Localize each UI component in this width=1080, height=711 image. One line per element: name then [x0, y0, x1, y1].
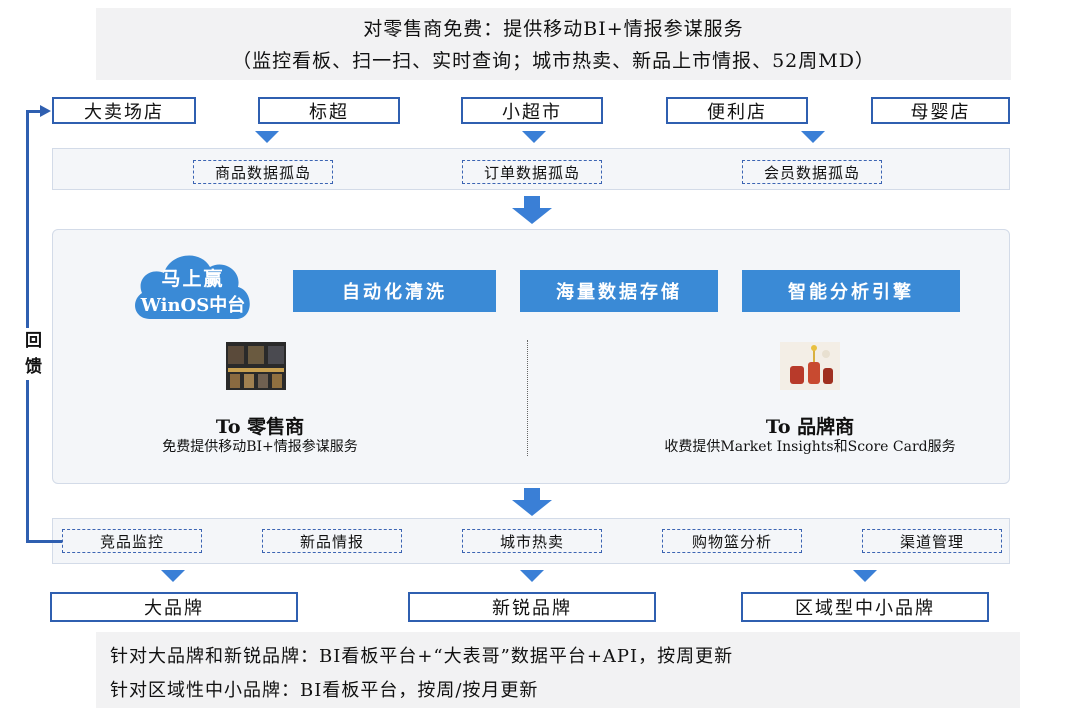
output-strip [52, 518, 1010, 564]
cloud-icon [135, 255, 250, 319]
footer-line-1: 针对大品牌和新锐品牌：BI看板平台+“大表哥”数据平台+API，按周更新 [110, 646, 734, 667]
footer-line-2: 针对区域性中小品牌：BI看板平台，按周/按月更新 [110, 680, 539, 701]
brand-products-photo [780, 342, 840, 390]
retail-box-baby-store: 母婴店 [871, 97, 1010, 124]
arrow-down-icon [522, 131, 546, 143]
retail-box-supermarket: 标超 [258, 97, 400, 124]
feedback-label: 回馈 [25, 328, 45, 380]
footer-band [96, 632, 1020, 708]
output-competitor-monitoring: 竞品监控 [62, 529, 202, 553]
big-arrow-down-icon [512, 196, 552, 224]
retail-box-convenience-store: 便利店 [666, 97, 808, 124]
arrow-down-icon [161, 570, 185, 582]
data-island-order: 订单数据孤岛 [462, 160, 602, 184]
output-new-product-intel: 新品情报 [262, 529, 402, 553]
arrow-down-icon [853, 570, 877, 582]
data-island-member: 会员数据孤岛 [742, 160, 882, 184]
header-line-1: 对零售商免费：提供移动BI+情报参谋服务 [363, 18, 744, 40]
output-city-hot-sales: 城市热卖 [462, 529, 602, 553]
header-line-2: （监控看板、扫一扫、实时查询；城市热卖、新品上市情报、52周MD） [232, 50, 875, 72]
retail-box-hypermarket: 大卖场店 [52, 97, 196, 124]
cloud-title: 马上赢 [161, 268, 225, 290]
to-retailer-title: To 零售商 [215, 416, 305, 438]
divider [527, 340, 528, 456]
output-basket-analysis: 购物篮分析 [662, 529, 802, 553]
feature-analysis-engine: 智能分析引擎 [742, 270, 960, 312]
output-channel-management: 渠道管理 [862, 529, 1002, 553]
header-band [96, 8, 1011, 80]
feature-auto-cleaning: 自动化清洗 [293, 270, 496, 312]
to-retailer-desc: 免费提供移动BI+情报参谋服务 [162, 439, 358, 455]
feedback-line-vertical [26, 110, 29, 542]
cloud-subtitle: WinOS中台 [140, 295, 246, 316]
feature-mass-storage: 海量数据存储 [520, 270, 718, 312]
store-photo [226, 342, 286, 390]
arrow-down-icon [801, 131, 825, 143]
feedback-line-bottom [26, 540, 62, 543]
brand-big: 大品牌 [50, 592, 298, 622]
arrow-down-icon [520, 570, 544, 582]
feedback-line-top [26, 110, 42, 113]
brand-emerging: 新锐品牌 [408, 592, 656, 622]
brand-regional-sme: 区域型中小品牌 [741, 592, 989, 622]
to-brand-desc: 收费提供Market Insights和Score Card服务 [664, 439, 956, 455]
arrow-down-icon [255, 131, 279, 143]
retail-box-small-supermarket: 小超市 [461, 97, 603, 124]
to-brand-title: To 品牌商 [765, 416, 855, 438]
feedback-arrow-icon [40, 105, 51, 117]
data-island-product: 商品数据孤岛 [193, 160, 333, 184]
big-arrow-down-icon [512, 488, 552, 516]
